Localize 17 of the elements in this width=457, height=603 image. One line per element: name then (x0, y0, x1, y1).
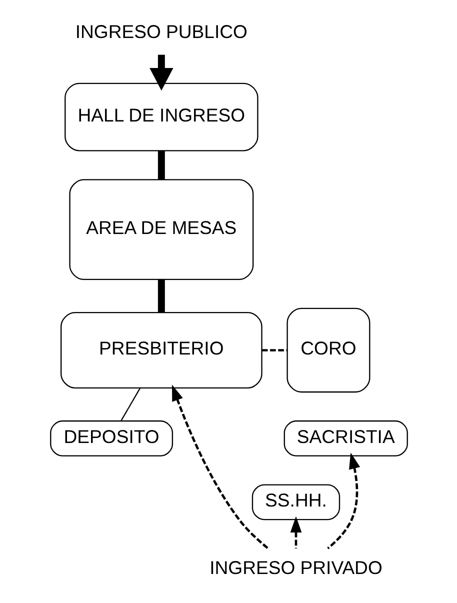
node-box: SACRISTIA (283, 420, 408, 456)
node-box: DEPOSITO (50, 420, 173, 456)
node-box: PRESBITERIO (60, 312, 262, 388)
arrow (149, 54, 173, 91)
node-box: AREA DE MESAS (68, 179, 254, 280)
connector (157, 280, 164, 312)
node-box: SS.HH. (251, 484, 340, 520)
connector (120, 388, 140, 421)
connector (261, 349, 286, 352)
connector (157, 150, 164, 180)
node-text: INGRESO PRIVADO (209, 556, 382, 578)
arrow (290, 516, 302, 548)
arrow (326, 452, 360, 550)
node-box: CORO (286, 308, 370, 393)
node-text: INGRESO PUBLICO (74, 20, 247, 42)
arrow (171, 384, 269, 550)
node-box: HALL DE INGRESO (64, 82, 258, 152)
